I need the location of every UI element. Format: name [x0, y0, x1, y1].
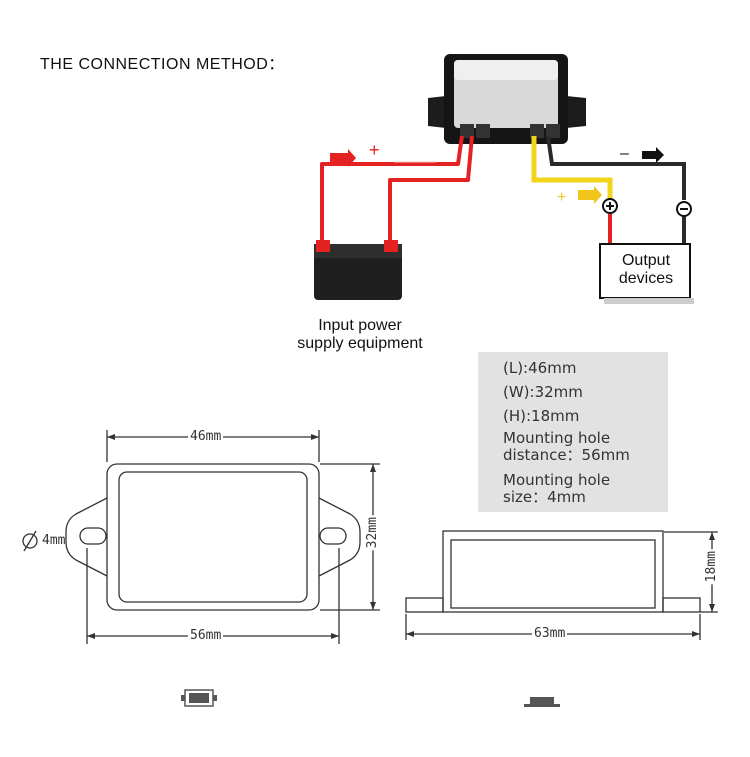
output-minus: –	[620, 145, 629, 162]
battery-icon	[314, 240, 402, 300]
output-label-line2: devices	[618, 270, 674, 287]
side-view-drawing	[405, 530, 718, 640]
output-device-label: Output devices	[602, 252, 690, 288]
dim-side-length: 63mm	[532, 626, 568, 641]
spec-hole-distance: Mounting hole distance：56mm	[503, 429, 630, 464]
output-plus: +	[557, 189, 566, 206]
converter-module	[428, 54, 586, 144]
output-device-box	[599, 243, 691, 299]
input-label-line1: Input power	[318, 317, 402, 334]
input-device-label: Input power supply equipment	[270, 317, 450, 353]
module-side-thumbnail-icon	[524, 697, 560, 707]
input-arrow-icon	[330, 149, 356, 167]
spec-width: (W):32mm	[503, 383, 583, 401]
minus-terminal-icon	[676, 201, 692, 217]
top-view-drawing	[65, 430, 380, 644]
dim-top-width: 46mm	[188, 429, 224, 444]
input-red-wires	[320, 135, 474, 244]
dim-mount-distance: 56mm	[188, 628, 224, 643]
output-black-wire	[546, 135, 686, 200]
output-minus-arrow-icon	[642, 147, 664, 163]
output-label-line1: Output	[621, 252, 671, 269]
spec-height: (H):18mm	[503, 407, 580, 425]
input-plus: +	[369, 140, 380, 160]
dim-side-height: 18mm	[704, 549, 719, 585]
module-top-thumbnail-icon	[181, 689, 217, 707]
diameter-icon	[22, 530, 38, 552]
input-label-line2: supply equipment	[297, 335, 423, 352]
spec-hole-size: Mounting hole size：4mm	[503, 471, 611, 506]
dim-hole: 4mm	[42, 533, 66, 548]
spec-panel	[478, 352, 668, 512]
plus-terminal-icon	[602, 198, 618, 214]
spec-length: (L):46mm	[503, 359, 577, 377]
diagram-title: THE CONNECTION METHOD：	[40, 56, 285, 73]
output-plus-arrow-icon	[578, 186, 602, 204]
dim-top-height: 32mm	[365, 515, 380, 551]
output-yellow-wire	[531, 136, 613, 200]
